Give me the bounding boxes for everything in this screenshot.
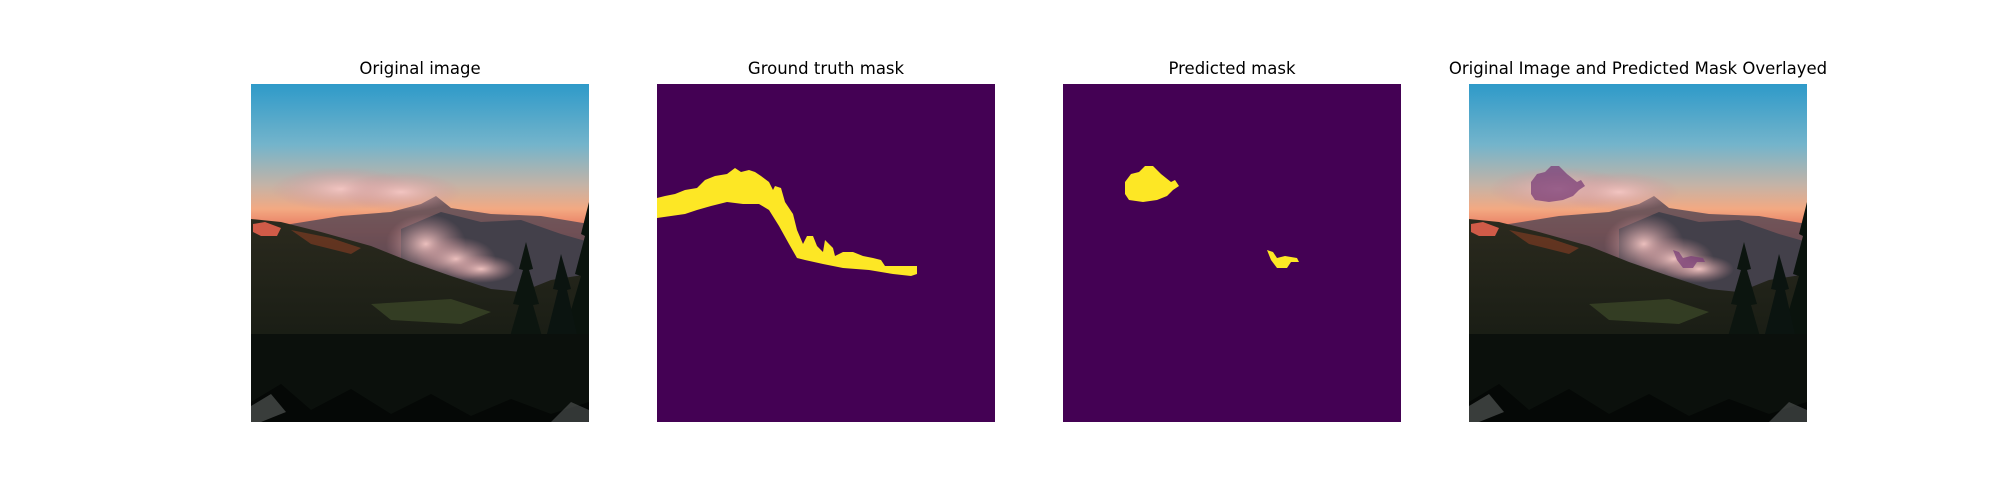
panel-ground-truth-mask: Ground truth mask: [657, 0, 995, 500]
panel-original-image: Original image: [251, 0, 589, 500]
ground-truth-smoke-region: [657, 168, 917, 276]
mask-background: [1063, 84, 1401, 422]
panel-title: Ground truth mask: [747, 59, 905, 78]
overlay-predicted-region-2: [1673, 250, 1705, 268]
panel-title: Original Image and Predicted Mask Overla…: [1448, 59, 1828, 78]
predicted-smoke-region-1: [1125, 166, 1179, 202]
predicted-smoke-region-2: [1267, 250, 1299, 268]
overlay-predicted-region-1: [1531, 166, 1585, 202]
ground-truth-mask-image: [657, 84, 995, 422]
panel-overlay: Original Image and Predicted Mask Overla…: [1449, 0, 1827, 500]
overlay-image: [1469, 84, 1807, 422]
panel-predicted-mask: Predicted mask: [1063, 0, 1401, 500]
panel-title: Original image: [359, 59, 481, 78]
predicted-mask-image: [1063, 84, 1401, 422]
original-image: [251, 84, 589, 422]
panel-title: Predicted mask: [1168, 59, 1296, 78]
